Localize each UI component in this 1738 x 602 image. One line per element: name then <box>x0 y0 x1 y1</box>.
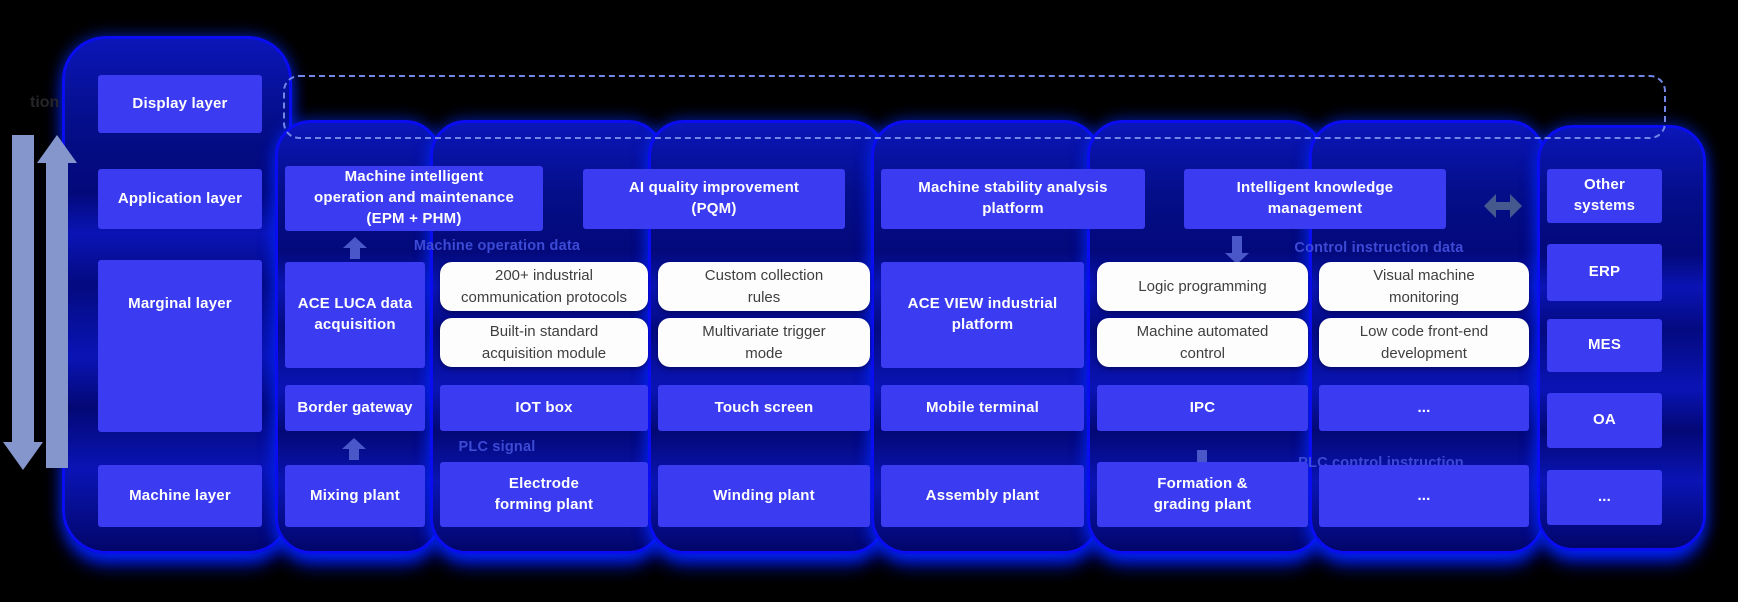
layer-box-application: Application layer <box>98 169 262 229</box>
layer-box-marginal: Marginal layer <box>98 260 262 432</box>
flow-label-control-instruction-data: Control instruction data <box>1294 240 1464 256</box>
module-box-machine-automated-control: Machine automated control <box>1097 318 1308 367</box>
machine-box-assembly-plant: Assembly plant <box>881 465 1084 527</box>
app-box-stability-platform: Machine stability analysis platform <box>881 169 1145 229</box>
up-arrow-icon <box>343 237 367 259</box>
terminal-box-ipc: IPC <box>1097 385 1308 431</box>
module-box-visual-monitoring: Visual machine monitoring <box>1319 262 1529 311</box>
module-box-low-code: Low code front-end development <box>1319 318 1529 367</box>
terminal-box-ellipsis: ... <box>1319 385 1529 431</box>
down-arrow-icon <box>1225 236 1249 264</box>
machine-box-ellipsis: ... <box>1319 465 1529 527</box>
left-edge-partial-label: tion <box>30 94 60 111</box>
machine-box-winding-plant: Winding plant <box>658 465 870 527</box>
machine-box-mixing-plant: Mixing plant <box>285 465 425 527</box>
module-box-logic-programming: Logic programming <box>1097 262 1308 311</box>
machine-box-electrode-forming: Electrode forming plant <box>440 462 648 527</box>
external-box-erp: ERP <box>1547 244 1662 301</box>
terminal-box-border-gateway: Border gateway <box>285 385 425 431</box>
app-box-epm-phm: Machine intelligent operation and mainte… <box>285 166 543 231</box>
layer-box-display: Display layer <box>98 75 262 133</box>
module-box-200-protocols: 200+ industrial communication protocols <box>440 262 648 311</box>
external-box-mes: MES <box>1547 319 1662 372</box>
app-box-pqm: AI quality improvement (PQM) <box>583 169 845 229</box>
flow-label-plc-signal: PLC signal <box>458 439 536 455</box>
platform-box-ace-view: ACE VIEW industrial platform <box>881 262 1084 368</box>
terminal-box-iot-box: IOT box <box>440 385 648 431</box>
machine-box-formation-grading: Formation & grading plant <box>1097 462 1308 527</box>
module-box-custom-collection: Custom collection rules <box>658 262 870 311</box>
external-box-oa: OA <box>1547 393 1662 448</box>
app-box-knowledge-management: Intelligent knowledge management <box>1184 169 1446 229</box>
layer-box-machine: Machine layer <box>98 465 262 527</box>
terminal-box-mobile-terminal: Mobile terminal <box>881 385 1084 431</box>
module-box-builtin-acquisition: Built-in standard acquisition module <box>440 318 648 367</box>
platform-box-ace-luca: ACE LUCA data acquisition <box>285 262 425 368</box>
flow-label-machine-operation-data: Machine operation data <box>413 238 581 254</box>
long-down-arrow-icon <box>2 135 44 472</box>
long-up-arrow-icon <box>36 135 78 468</box>
terminal-box-touch-screen: Touch screen <box>658 385 870 431</box>
module-box-multivariate-trigger: Multivariate trigger mode <box>658 318 870 367</box>
display-layer-dashed-frame <box>283 75 1666 139</box>
up-arrow-icon <box>342 438 366 460</box>
bidirectional-arrow-icon <box>1484 194 1522 218</box>
external-box-ellipsis: ... <box>1547 470 1662 525</box>
external-box-other-systems: Other systems <box>1547 169 1662 223</box>
